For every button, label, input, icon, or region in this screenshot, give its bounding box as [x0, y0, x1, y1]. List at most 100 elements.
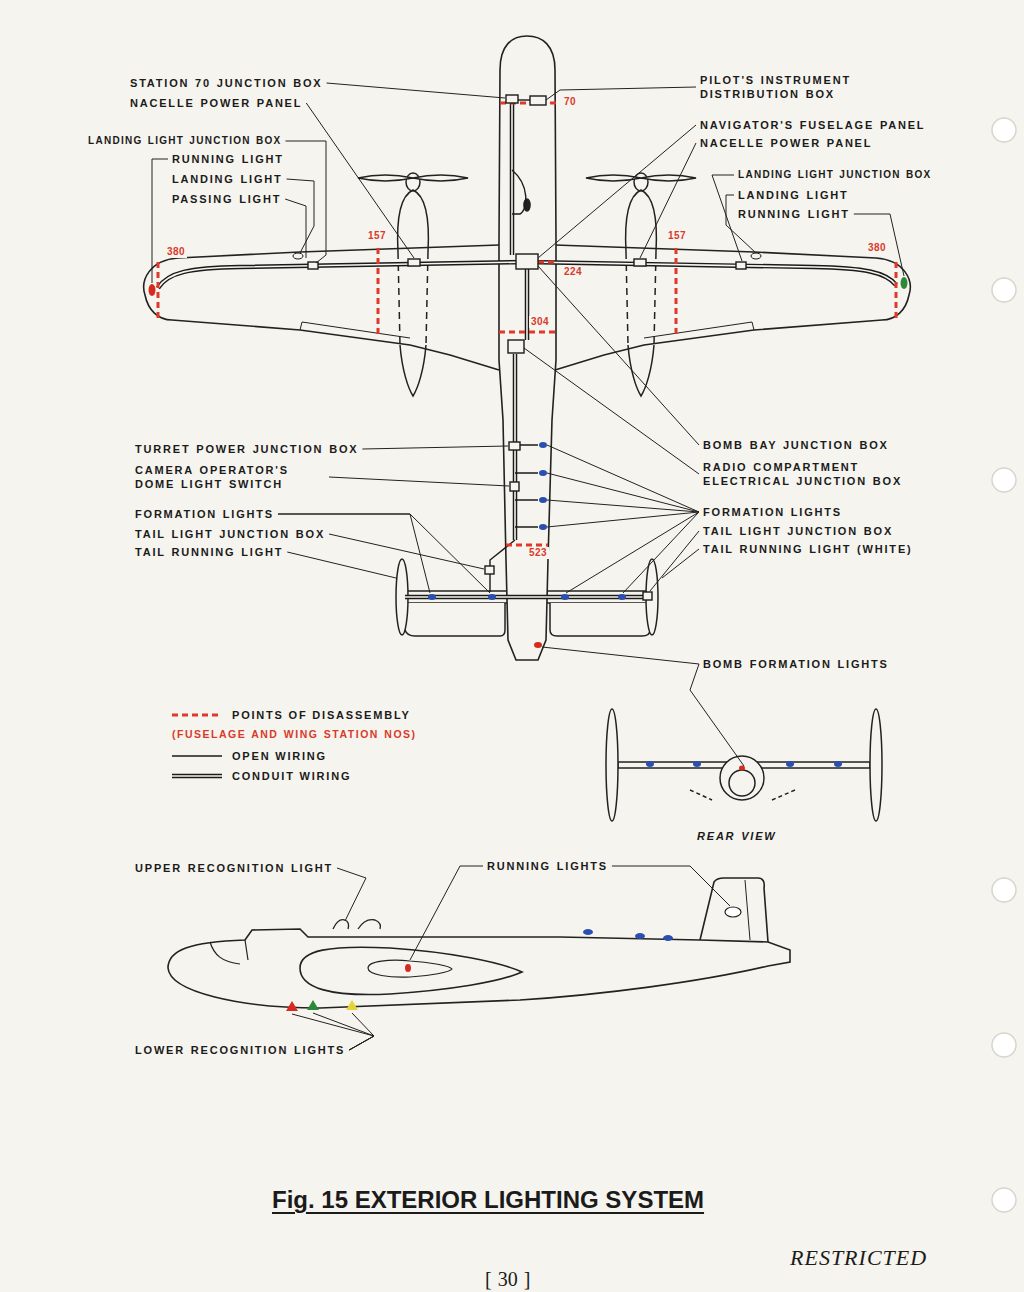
side-view [635, 933, 645, 939]
station-line [538, 261, 556, 264]
leader-line [410, 866, 483, 960]
leader-line [690, 664, 744, 766]
rear-view [729, 770, 755, 796]
callout-label: PILOT'S INSTRUMENT DISTRIBUTION BOX [700, 73, 900, 101]
callout-label: STATION 70 JUNCTION BOX [130, 76, 323, 90]
callout-label: LANDING LIGHT [172, 172, 283, 186]
legend-entry: POINTS OF DISASSEMBLY [172, 708, 411, 722]
junction-box [516, 254, 538, 269]
leader-line [547, 445, 699, 512]
rear-view [646, 761, 842, 767]
leader-line [712, 175, 742, 261]
leader-line [287, 179, 314, 253]
side-view [210, 940, 248, 964]
side-view [583, 929, 673, 941]
binder-hole [992, 468, 1016, 492]
side-view [745, 880, 750, 940]
callout-label: TAIL RUNNING LIGHT (WHITE) [703, 542, 912, 556]
binder-hole [992, 1033, 1016, 1057]
conduit-wiring [510, 102, 515, 255]
leader-line [612, 866, 730, 906]
callout-label: TAIL LIGHT JUNCTION BOX [135, 527, 325, 541]
binder-hole [992, 278, 1016, 302]
light-fixture [428, 442, 626, 600]
junction-box [634, 259, 646, 266]
legend-text: POINTS OF DISASSEMBLY [232, 708, 411, 722]
leader-line [278, 514, 490, 593]
fuselage-outline [499, 36, 556, 660]
callout-label: RUNNING LIGHT [738, 207, 850, 221]
station-line [895, 262, 898, 318]
leader-line [287, 552, 396, 578]
station-number: 157 [366, 230, 388, 242]
rear-view [646, 761, 654, 767]
junction-box [508, 340, 524, 353]
light-fixture [618, 594, 626, 600]
side-view [583, 929, 593, 935]
leader-line [650, 531, 699, 591]
side-view [333, 920, 349, 929]
junction-box [643, 592, 652, 600]
callout-label: CAMERA OPERATOR'S DOME LIGHT SWITCH [135, 463, 325, 491]
light-fixture [539, 442, 547, 448]
leader-line [337, 868, 366, 921]
light-fixture [149, 284, 156, 296]
station-line [675, 248, 678, 338]
callout-label: FORMATION LIGHTS [703, 505, 842, 519]
legend-sample [172, 749, 222, 763]
conduit-wiring [405, 595, 650, 600]
open-wiring [512, 170, 526, 214]
leader-line [547, 512, 699, 527]
binder-hole [992, 878, 1016, 902]
station-number: 523 [527, 547, 549, 559]
callout-label: NACELLE POWER PANEL [700, 136, 872, 150]
callout-label: RADIO COMPARTMENT ELECTRICAL JUNCTION BO… [703, 460, 948, 488]
page-number: [ 30 ] [485, 1267, 530, 1291]
rear-view [786, 761, 794, 767]
rear-view [606, 709, 618, 821]
junction-box [485, 566, 494, 574]
double-line-sample [172, 775, 222, 777]
leader-line [547, 500, 699, 512]
side-view [358, 920, 380, 929]
leader-line [662, 549, 699, 578]
callout-label: PASSING LIGHT [172, 192, 281, 206]
junction-box [408, 259, 420, 266]
callout-label: NAVIGATOR'S FUSELAGE PANEL [700, 118, 925, 132]
station-number: 70 [562, 96, 578, 108]
leader-line [547, 473, 699, 512]
callout-label: BOMB BAY JUNCTION BOX [703, 438, 889, 452]
callout-label: RUNNING LIGHT [172, 152, 284, 166]
light-fixture [293, 253, 303, 259]
callout-label: FORMATION LIGHTS [135, 507, 274, 521]
legend-note: (FUSELAGE AND WING STATION NOS) [172, 727, 417, 741]
rear-view [739, 766, 745, 771]
fuselage-outline [499, 36, 556, 660]
station-number: 157 [666, 230, 688, 242]
station-number: 304 [529, 316, 551, 328]
double-line-sample [172, 774, 222, 779]
leader-line [726, 195, 756, 253]
binder-hole [992, 1188, 1016, 1212]
security-marking: RESTRICTED [790, 1245, 927, 1271]
rear-view [693, 761, 701, 767]
legend-sample [172, 769, 222, 783]
leader-line [329, 477, 509, 486]
legend-entry: OPEN WIRING [172, 749, 327, 763]
side-view [346, 1000, 358, 1010]
rear-view [690, 790, 795, 800]
tail-surface [550, 603, 650, 636]
leader-line [329, 534, 484, 569]
propeller [358, 175, 468, 181]
callout-label: TURRET POWER JUNCTION BOX [135, 442, 358, 456]
legend-entry: CONDUIT WIRING [172, 769, 351, 783]
callout-label: UPPER RECOGNITION LIGHT [135, 861, 333, 875]
junction-box [509, 442, 520, 450]
side-view [700, 878, 768, 942]
callout-label: LOWER RECOGNITION LIGHTS [135, 1043, 345, 1057]
leader-line [854, 214, 904, 276]
light-fixture [539, 524, 547, 530]
rear-view [870, 709, 882, 821]
side-view [725, 907, 741, 917]
